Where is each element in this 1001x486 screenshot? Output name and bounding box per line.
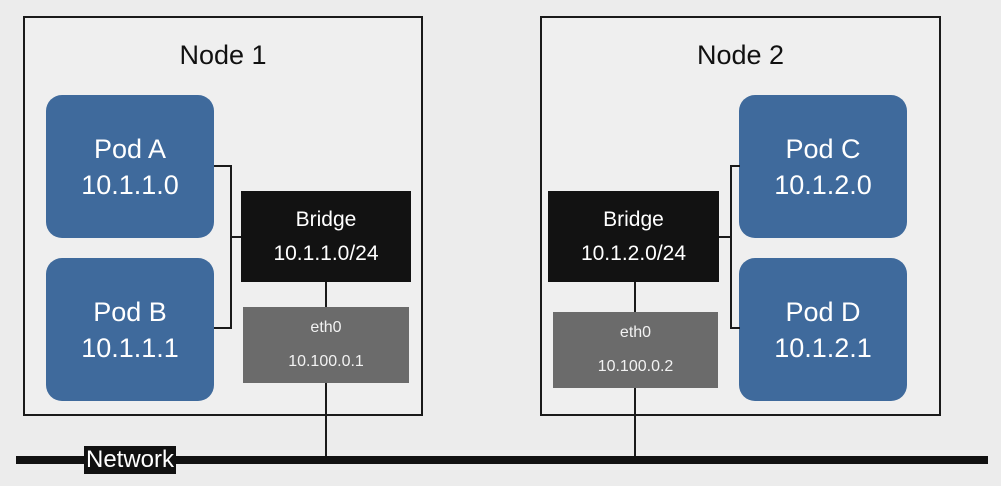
- node-1-eth0-ip: 10.100.0.1: [288, 353, 364, 370]
- node-1-connector-top: [214, 165, 232, 167]
- network-label: Network: [84, 446, 177, 474]
- node-2-connector-vertical: [730, 165, 732, 329]
- pod-d-name: Pod D: [785, 296, 861, 327]
- pod-d: Pod D 10.1.2.1: [739, 258, 907, 401]
- node-2-bridge-eth-link: [634, 282, 636, 312]
- node-2-bridge: Bridge 10.1.2.0/24: [548, 191, 719, 282]
- pod-c-name: Pod C: [785, 133, 861, 164]
- node-2-connector-top: [730, 165, 740, 167]
- pod-c-ip: 10.1.2.0: [774, 169, 872, 200]
- node-2-eth0-ip: 10.100.0.2: [597, 358, 674, 375]
- node-2-title: Node 2: [696, 40, 785, 70]
- node-1-title: Node 1: [179, 40, 267, 70]
- node-2-eth0-label: eth0: [619, 324, 652, 341]
- node-1-connector-vertical: [230, 165, 232, 329]
- node-2-connector-bridge: [719, 236, 731, 238]
- node-1-connector-bridge: [230, 236, 242, 238]
- pod-a: Pod A 10.1.1.0: [46, 95, 214, 238]
- node-1-bridge-label: Bridge: [295, 207, 357, 231]
- network-bar: [16, 456, 988, 464]
- pod-a-name: Pod A: [93, 133, 167, 164]
- pod-c: Pod C 10.1.2.0: [739, 95, 907, 238]
- pod-b-name: Pod B: [93, 296, 167, 327]
- node-2-bridge-cidr: 10.1.2.0/24: [580, 241, 687, 265]
- node-1-bridge-eth-link: [325, 282, 327, 307]
- pod-d-ip: 10.1.2.1: [774, 332, 872, 363]
- node-2-bridge-label: Bridge: [603, 207, 664, 231]
- pod-b: Pod B 10.1.1.1: [46, 258, 214, 401]
- pod-a-ip: 10.1.1.0: [81, 169, 179, 200]
- node-1-bridge-cidr: 10.1.1.0/24: [273, 241, 379, 265]
- node-2-eth0: eth0 10.100.0.2: [553, 312, 718, 388]
- node-1-network-link: [325, 383, 327, 458]
- node-1-eth0-label: eth0: [310, 319, 342, 336]
- node-1-bridge: Bridge 10.1.1.0/24: [241, 191, 411, 282]
- node-1-eth0: eth0 10.100.0.1: [243, 307, 409, 383]
- node-2-network-link: [634, 388, 636, 458]
- node-2-connector-bottom: [730, 327, 740, 329]
- node-1-connector-bottom: [214, 327, 232, 329]
- pod-b-ip: 10.1.1.1: [81, 332, 179, 363]
